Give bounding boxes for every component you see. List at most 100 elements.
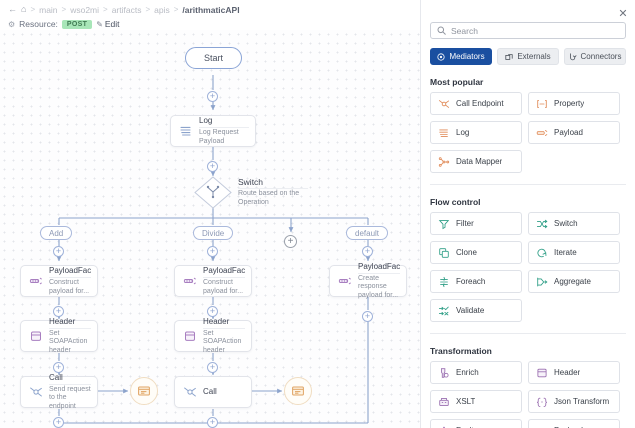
- palette-tabs: Mediators Externals Connectors: [430, 48, 626, 65]
- payload-icon: [181, 273, 198, 290]
- edit-label: Edit: [104, 19, 120, 29]
- payload-icon: [27, 273, 44, 290]
- home-icon[interactable]: ⌂: [21, 4, 27, 14]
- palette-item-clone[interactable]: Clone: [430, 241, 522, 264]
- node-header-add[interactable]: Header Set SOAPAction header: [20, 317, 98, 354]
- palette-item-call-endpoint[interactable]: Call Endpoint: [430, 92, 522, 115]
- payload-icon: [535, 126, 548, 139]
- node-payloadfactory-divide[interactable]: PayloadFactory Construct payload for...: [174, 265, 252, 297]
- node-title: Call: [203, 387, 217, 396]
- breadcrumb-item-apis[interactable]: apis: [154, 4, 170, 15]
- node-header-divide[interactable]: Header Set SOAPAction header: [174, 317, 252, 354]
- branch-label: Add: [49, 228, 64, 238]
- endpoint-divide[interactable]: [284, 377, 312, 405]
- node-log[interactable]: Log Log Request Payload: [170, 115, 256, 147]
- node-payloadfactory-default[interactable]: PayloadFactory Create response payload f…: [329, 262, 407, 299]
- node-title: Call: [49, 373, 91, 385]
- externals-icon: [505, 53, 513, 61]
- palette-item-enrich[interactable]: Enrich: [430, 361, 522, 384]
- palette-item-header[interactable]: Header: [528, 361, 620, 384]
- add-node-button[interactable]: +: [53, 306, 64, 317]
- gear-icon[interactable]: ⚙: [8, 19, 16, 29]
- add-node-button[interactable]: +: [362, 311, 373, 322]
- branch-pill-default[interactable]: default: [346, 226, 389, 240]
- node-payloadfactory-add[interactable]: PayloadFactory Construct payload for...: [20, 265, 98, 297]
- palette-item-foreach[interactable]: Foreach: [430, 270, 522, 293]
- call-icon: [181, 384, 198, 401]
- palette-item-label: Filter: [456, 219, 474, 228]
- palette-item-label: Payload: [554, 128, 583, 137]
- add-node-button[interactable]: +: [207, 306, 218, 317]
- flow-canvas[interactable]: Start + Log Log Request Payload +: [0, 30, 420, 428]
- section-title-transformation: Transformation: [430, 346, 492, 356]
- add-node-button[interactable]: +: [362, 246, 373, 257]
- tab-connectors[interactable]: Connectors: [564, 48, 626, 65]
- aggregate-icon: [535, 275, 548, 288]
- node-desc: Set SOAPAction header: [49, 329, 88, 354]
- palette-item-payload[interactable]: Payload: [528, 419, 620, 428]
- breadcrumb-separator: >: [145, 5, 151, 14]
- back-arrow-icon[interactable]: ←: [8, 4, 17, 14]
- add-node-button[interactable]: +: [207, 246, 218, 257]
- add-branch-button[interactable]: +: [284, 235, 297, 248]
- add-node-button[interactable]: +: [207, 161, 218, 172]
- json-transform-icon: [535, 395, 548, 408]
- palette-item-data-mapper[interactable]: Data Mapper: [430, 150, 522, 173]
- add-node-button[interactable]: +: [207, 91, 218, 102]
- start-label: Start: [203, 53, 223, 63]
- node-switch[interactable]: [194, 176, 232, 209]
- section-divider: [430, 333, 626, 334]
- endpoint-add[interactable]: [130, 377, 158, 405]
- close-icon[interactable]: ✕: [618, 8, 628, 20]
- node-desc: Set SOAPAction header: [203, 329, 242, 354]
- palette-item-log[interactable]: Log: [430, 121, 522, 144]
- endpoint-icon: [292, 386, 304, 396]
- palette-item-filter[interactable]: Filter: [430, 212, 522, 235]
- search-input[interactable]: Search: [430, 22, 626, 39]
- palette-item-xslt[interactable]: XSLT: [430, 390, 522, 413]
- palette-item-property[interactable]: Property: [528, 92, 620, 115]
- palette-item-fault[interactable]: Fault: [430, 419, 522, 428]
- palette-item-iterate[interactable]: Iterate: [528, 241, 620, 264]
- breadcrumb-separator: >: [173, 5, 179, 14]
- node-switch-desc: Route based on the Operation: [238, 190, 300, 206]
- palette-item-label: Clone: [456, 248, 477, 257]
- data-mapper-icon: [437, 155, 450, 168]
- node-title: PayloadFactory: [203, 266, 245, 278]
- palette-item-label: XSLT: [456, 397, 476, 406]
- fault-icon: [437, 424, 450, 428]
- palette-item-label: Foreach: [456, 277, 486, 286]
- add-node-button[interactable]: +: [207, 362, 218, 373]
- section-divider: [430, 184, 626, 185]
- breadcrumb-item-artifacts[interactable]: artifacts: [111, 4, 142, 15]
- tab-label: Externals: [517, 52, 551, 61]
- breadcrumb-item-wso2mi[interactable]: wso2mi: [70, 4, 100, 15]
- branch-pill-add[interactable]: Add: [40, 226, 73, 240]
- palette-item-aggregate[interactable]: Aggregate: [528, 270, 620, 293]
- xslt-icon: [437, 395, 450, 408]
- breadcrumb-item-main[interactable]: main: [39, 4, 58, 15]
- palette-item-json-transform[interactable]: Json Transform: [528, 390, 620, 413]
- editor-topbar: ← ⌂ > main > wso2mi > artifacts > apis >…: [0, 0, 420, 30]
- foreach-icon: [437, 275, 450, 288]
- tab-externals[interactable]: Externals: [497, 48, 559, 65]
- node-call-add[interactable]: Call Send request to the endpoint: [20, 373, 98, 410]
- palette-item-switch[interactable]: Switch: [528, 212, 620, 235]
- palette-item-label: Log: [456, 128, 470, 137]
- log-icon: [437, 126, 450, 139]
- add-node-button[interactable]: +: [207, 417, 218, 428]
- add-node-button[interactable]: +: [53, 417, 64, 428]
- call-icon: [27, 384, 44, 401]
- add-node-button[interactable]: +: [53, 246, 64, 257]
- branch-pill-divide[interactable]: Divide: [193, 226, 234, 240]
- node-call-divide[interactable]: Call: [174, 376, 252, 408]
- tab-mediators[interactable]: Mediators: [430, 48, 492, 65]
- start-node[interactable]: Start: [185, 47, 242, 69]
- palette-item-label: Enrich: [456, 368, 479, 377]
- palette-item-payload[interactable]: Payload: [528, 121, 620, 144]
- node-desc: Construct payload for...: [203, 279, 244, 295]
- add-node-button[interactable]: +: [53, 362, 64, 373]
- search-placeholder: Search: [451, 25, 478, 36]
- edit-resource-button[interactable]: ✎ Edit: [96, 19, 119, 29]
- palette-item-validate[interactable]: Validate: [430, 299, 522, 322]
